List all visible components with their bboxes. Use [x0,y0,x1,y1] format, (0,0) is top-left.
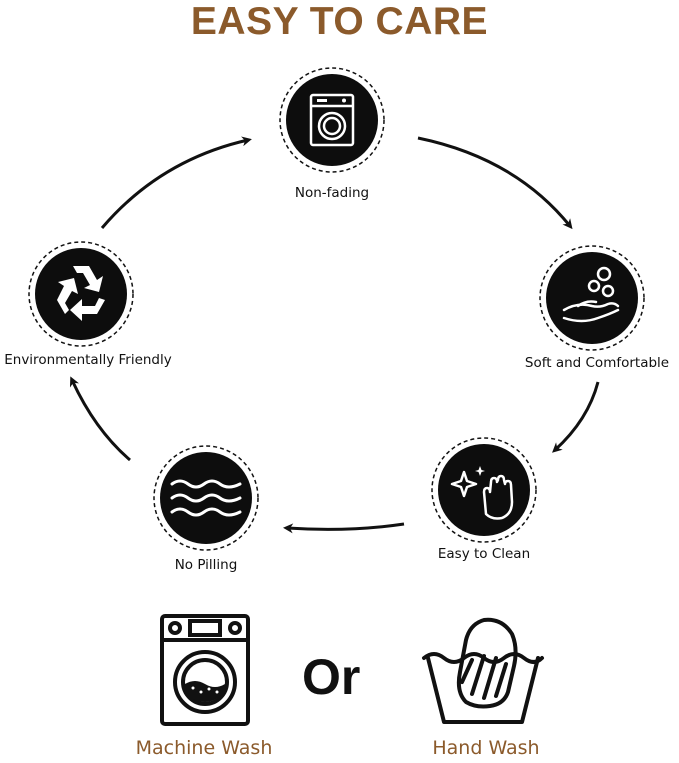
arrow-soft-to-clean [552,381,600,453]
sparkle-hand-icon [450,466,514,520]
machine-wash-icon [160,614,250,726]
waves-icon [170,479,242,517]
arrow-clean-to-pilling [283,522,405,534]
label-soft-comfortable: Soft and Comfortable [524,355,670,371]
label-environmentally-friendly: Environmentally Friendly [4,352,172,368]
or-text: Or [302,649,361,705]
label-machine-wash: Machine Wash [135,737,273,759]
label-no-pilling: No Pilling [174,557,238,573]
arrow-env-to-nonfading [100,136,252,229]
arrow-nonfading-to-soft [417,136,573,230]
hand-wash-icon [422,617,544,724]
label-hand-wash: Hand Wash [432,737,540,759]
badge-no-pilling [153,445,259,551]
label-easy-to-clean: Easy to Clean [437,546,531,562]
arrow-pilling-to-env [69,376,131,462]
washing-machine-icon [309,93,355,147]
badge-easy-to-clean [431,437,537,543]
recycle-icon [57,266,105,321]
page-title: EASY TO CARE [190,0,489,43]
label-non-fading: Non-fading [294,185,370,201]
soft-hand-bubbles-icon [562,266,620,323]
badge-environmentally-friendly [28,241,134,347]
badge-soft-comfortable [539,245,645,351]
badge-non-fading [279,67,385,173]
